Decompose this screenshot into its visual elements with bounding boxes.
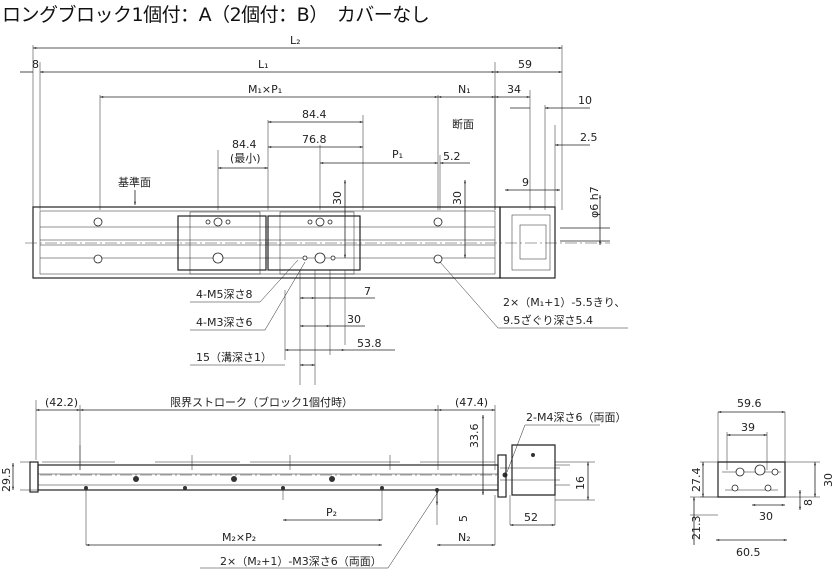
stroke-label: 限界ストローク（ブロック1個付時） (170, 395, 353, 409)
dim-30-end-b: 30 (759, 510, 773, 523)
groove-note: 15（溝深さ1） (196, 351, 272, 364)
dim-L2: L₂ (290, 34, 301, 47)
dim-60-5: 60.5 (736, 546, 761, 559)
dim-30-b: 30 (451, 191, 464, 205)
dim-27-4: 27.4 (690, 468, 703, 493)
dim-P1: P₁ (392, 148, 403, 161)
top-view: L₂ L₁ 8 59 M₁×P₁ N₁ 34 10 84.4 断面 2.5 84… (20, 34, 628, 385)
dim-29-5: 29.5 (0, 468, 13, 493)
dim-2-5: 2.5 (580, 131, 598, 144)
dim-L1: L₁ (258, 58, 269, 71)
dim-59-6: 59.6 (737, 397, 762, 410)
dim-34: 34 (507, 83, 521, 96)
reference-surface-label: 基準面 (118, 175, 151, 189)
dim-30-c: 30 (347, 313, 361, 326)
dim-42-2: (42.2) (45, 396, 78, 409)
min-label: (最小) (230, 152, 261, 165)
dim-47-4: (47.4) (455, 396, 488, 409)
drawing-title: ロングブロック1個付：A（2個付：B） カバーなし (2, 4, 430, 26)
dim-8-end: 8 (802, 499, 815, 506)
dim-84-4-min: 84.4 (232, 138, 257, 151)
dim-5: 5 (457, 515, 470, 522)
hole-note-1: 2×（M₁+1）-5.5きり、 (503, 296, 625, 309)
dim-16: 16 (574, 476, 587, 490)
dim-M1xP1: M₁×P₁ (248, 83, 282, 96)
dim-7: 7 (364, 285, 371, 298)
dim-21-3: 21.3 (690, 516, 703, 541)
section-label: 断面 (452, 117, 474, 131)
dim-10: 10 (578, 94, 592, 107)
dim-33-6: 33.6 (468, 424, 481, 449)
dim-84-4: 84.4 (302, 108, 327, 121)
dim-5-2: 5.2 (443, 150, 461, 163)
dim-39: 39 (741, 421, 755, 434)
end-view: 59.6 39 27.4 30 21.3 30 8 60.5 (690, 397, 835, 559)
side-view: (42.2) 限界ストローク（ブロック1個付時） (47.4) 2-M4深さ6（… (0, 395, 626, 569)
dim-53-8: 53.8 (357, 337, 382, 350)
dim-M2xP2: M₂×P₂ (222, 531, 256, 544)
dim-N1: N₁ (458, 83, 471, 96)
dim-phi6: φ6 h7 (588, 186, 601, 218)
dim-30-a: 30 (331, 191, 344, 205)
m3-side-note: 2×（M₂+1）-M3深さ6（両面） (220, 555, 382, 568)
dim-9: 9 (522, 176, 529, 189)
dim-30-end: 30 (822, 473, 835, 487)
dim-P2: P₂ (326, 506, 337, 519)
m3-tap-note: 4-M3深さ6 (196, 316, 252, 329)
dim-8: 8 (32, 58, 39, 71)
m4-tap-note: 2-M4深さ6（両面） (526, 411, 626, 424)
hole-note-2: 9.5ざぐり深さ5.4 (503, 313, 593, 327)
m5-tap-note: 4-M5深さ8 (196, 288, 252, 301)
dim-76-8: 76.8 (302, 133, 327, 146)
dim-N2: N₂ (458, 531, 471, 544)
dim-59: 59 (518, 58, 532, 71)
dim-52: 52 (524, 511, 538, 524)
